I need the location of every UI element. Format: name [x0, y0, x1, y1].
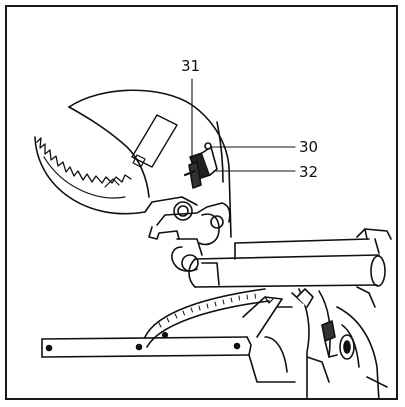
callout-32: 32: [299, 163, 318, 181]
base-block: [248, 306, 296, 383]
extension-fence: [41, 296, 283, 358]
saw-blade: [34, 136, 146, 215]
callout-31: 31: [181, 57, 200, 75]
pivot-housing: [144, 196, 231, 272]
lock-bracket: [183, 142, 218, 189]
callout-30: 30: [299, 138, 318, 156]
slide-rail: [188, 228, 392, 288]
miter-saw-illustration: 31 30 32: [34, 57, 392, 398]
callout-leaders: [191, 78, 296, 172]
bevel-scale: [144, 288, 270, 348]
rear-housing: [291, 286, 388, 398]
illustration-frame: 31 30 32: [5, 5, 398, 400]
upper-blade-guard: [68, 89, 232, 238]
